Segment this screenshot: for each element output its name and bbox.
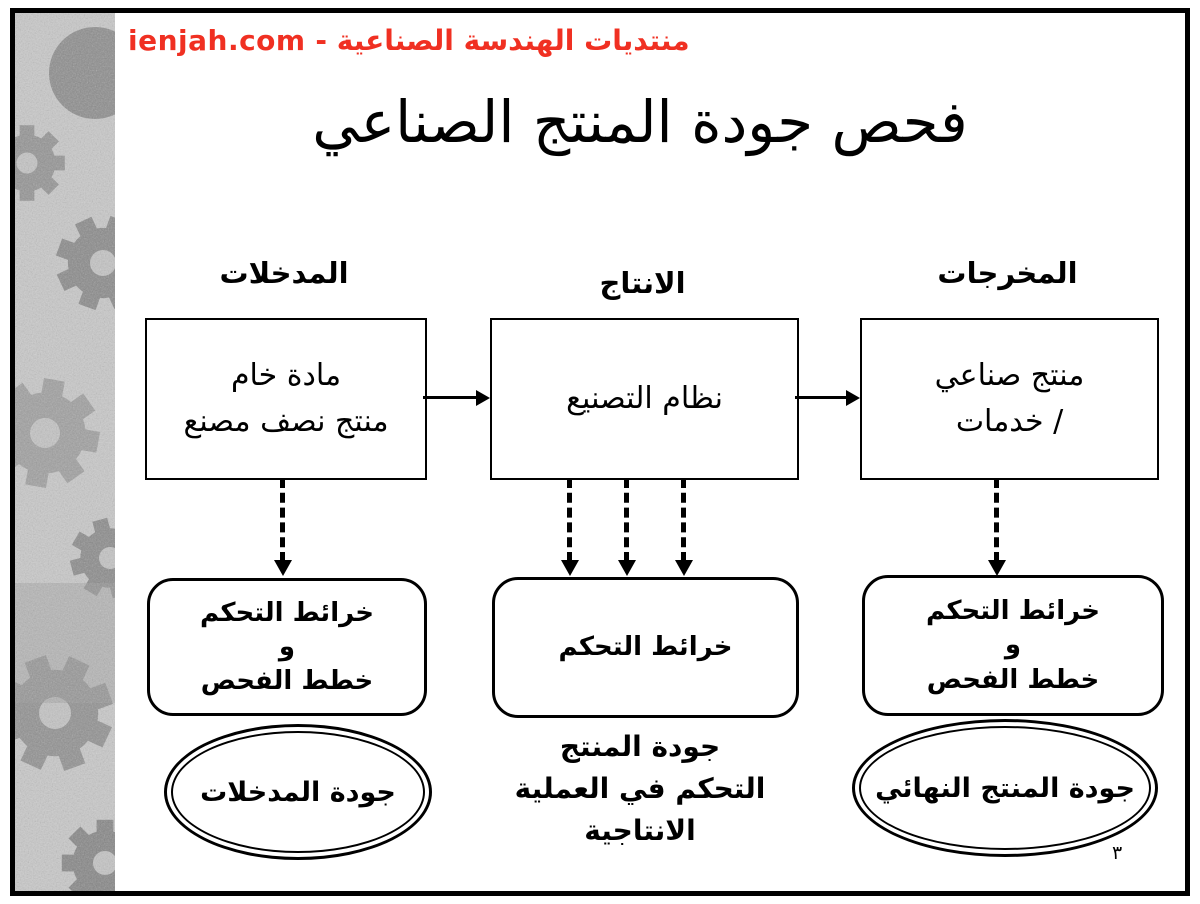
box-inputs-line2: منتج نصف مصنع bbox=[183, 404, 389, 439]
result-production-line1: جودة المنتج bbox=[559, 730, 721, 763]
result-outputs-label: جودة المنتج النهائي bbox=[875, 772, 1135, 804]
control-box-outputs-line3: خطط الفحص bbox=[926, 664, 1100, 695]
dashed-arrowhead-production-3 bbox=[675, 560, 693, 576]
result-ellipse-outputs: جودة المنتج النهائي bbox=[852, 719, 1158, 857]
column-header-production: الانتاج bbox=[599, 266, 686, 300]
column-header-outputs: المخرجات bbox=[937, 256, 1078, 290]
dashed-arrow-production-1 bbox=[567, 478, 572, 562]
dashed-arrowhead-outputs bbox=[988, 560, 1006, 576]
box-outputs: منتج صناعي / خدمات bbox=[860, 318, 1159, 480]
dashed-arrowhead-production-1 bbox=[561, 560, 579, 576]
dashed-arrow-production-2 bbox=[624, 478, 629, 562]
column-header-inputs: المدخلات bbox=[219, 256, 349, 290]
box-production-line1: نظام التصنيع bbox=[566, 380, 723, 416]
result-production-text: جودة المنتج التحكم في العملية الانتاجية bbox=[470, 726, 810, 852]
control-box-outputs: خرائط التحكم و خطط الفحص bbox=[862, 575, 1164, 716]
control-box-production-line1: خرائط التحكم bbox=[558, 632, 733, 663]
result-inputs-label: جودة المدخلات bbox=[200, 776, 396, 808]
arrow-production-to-outputs bbox=[795, 396, 847, 399]
dashed-arrow-outputs bbox=[994, 478, 999, 562]
gears-texture bbox=[15, 13, 115, 891]
control-box-outputs-line1: خرائط التحكم bbox=[926, 596, 1101, 627]
control-box-production: خرائط التحكم bbox=[492, 577, 799, 718]
arrowhead-inputs-to-production bbox=[476, 390, 490, 406]
control-box-inputs: خرائط التحكم و خطط الفحص bbox=[147, 578, 427, 716]
control-box-inputs-line1: خرائط التحكم bbox=[200, 597, 375, 628]
page-title: فحص جودة المنتج الصناعي bbox=[312, 88, 968, 156]
arrow-inputs-to-production bbox=[423, 396, 477, 399]
page-number: ٣ bbox=[1112, 842, 1123, 864]
dashed-arrow-inputs bbox=[280, 478, 285, 562]
site-header: منتديات الهندسة الصناعية - ienjah.com bbox=[128, 24, 690, 57]
control-box-inputs-line3: خطط الفحص bbox=[200, 666, 374, 697]
result-production-line2: التحكم في العملية الانتاجية bbox=[514, 772, 766, 847]
result-ellipse-outputs-inner-ring bbox=[859, 726, 1151, 850]
dashed-arrow-production-3 bbox=[681, 478, 686, 562]
result-ellipse-inputs: جودة المدخلات bbox=[164, 724, 432, 860]
dashed-arrowhead-inputs bbox=[274, 560, 292, 576]
arrowhead-production-to-outputs bbox=[846, 390, 860, 406]
dashed-arrowhead-production-2 bbox=[618, 560, 636, 576]
control-box-inputs-line2: و bbox=[278, 631, 296, 662]
box-outputs-line2: / خدمات bbox=[955, 404, 1064, 439]
control-box-outputs-line2: و bbox=[1004, 630, 1022, 661]
box-inputs: مادة خام منتج نصف مصنع bbox=[145, 318, 427, 480]
gears-illustration bbox=[15, 13, 115, 891]
box-production: نظام التصنيع bbox=[490, 318, 799, 480]
result-ellipse-inputs-inner-ring bbox=[171, 731, 425, 853]
box-outputs-line1: منتج صناعي bbox=[934, 357, 1085, 393]
box-inputs-line1: مادة خام bbox=[230, 357, 342, 393]
